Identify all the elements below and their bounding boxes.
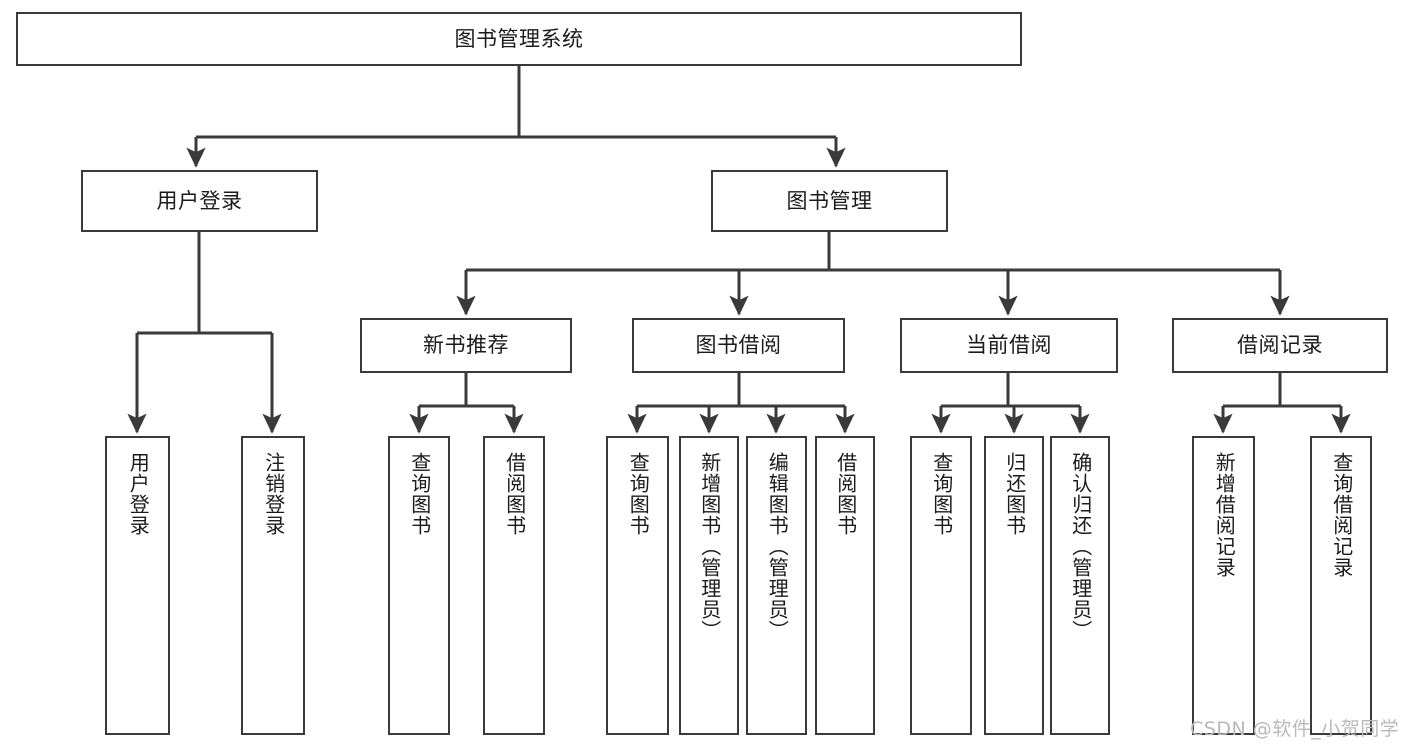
leaf-node[interactable]: 注销登录: [241, 436, 305, 735]
leaf-node[interactable]: 借阅图书: [815, 436, 875, 735]
node-user-login[interactable]: 用户登录: [81, 170, 318, 232]
node-new-book-recommend[interactable]: 新书推荐: [360, 318, 572, 373]
leaf-node[interactable]: 查询图书: [606, 436, 669, 735]
leaf-node[interactable]: 用户登录: [105, 436, 170, 735]
csdn-watermark: CSDN @软件_小贺同学: [1190, 718, 1400, 740]
leaf-node-label: 确认归还（管理员）: [1068, 452, 1093, 641]
node-book-manage[interactable]: 图书管理: [711, 170, 948, 232]
leaf-node-label: 查询图书: [929, 452, 954, 536]
leaf-node-label: 借阅图书: [502, 452, 527, 536]
node-root-label: 图书管理系统: [454, 26, 584, 51]
leaf-node-label: 归还图书: [1002, 452, 1027, 536]
leaf-node[interactable]: 新增借阅记录: [1192, 436, 1255, 735]
node-book-borrow-label: 图书借阅: [695, 333, 782, 358]
node-book-manage-label: 图书管理: [786, 188, 873, 213]
leaf-node-label: 新增图书（管理员）: [697, 452, 722, 641]
node-user-login-label: 用户登录: [156, 188, 243, 213]
leaf-node-label: 注销登录: [261, 452, 286, 536]
leaf-node[interactable]: 新增图书（管理员）: [679, 436, 739, 735]
leaf-node[interactable]: 查询图书: [388, 436, 450, 735]
leaf-node[interactable]: 编辑图书（管理员）: [746, 436, 807, 735]
node-book-borrow[interactable]: 图书借阅: [632, 318, 845, 373]
leaf-node-label: 用户登录: [126, 452, 151, 536]
node-borrow-record-label: 借阅记录: [1237, 333, 1323, 358]
node-new-book-recommend-label: 新书推荐: [423, 333, 509, 358]
leaf-node-label: 查询图书: [407, 452, 432, 536]
leaf-node[interactable]: 查询图书: [910, 436, 972, 735]
leaf-node-label: 借阅图书: [833, 452, 858, 536]
leaf-node-label: 查询借阅记录: [1329, 452, 1354, 578]
leaf-node-label: 新增借阅记录: [1212, 452, 1237, 578]
leaf-node-label: 编辑图书（管理员）: [765, 452, 790, 641]
leaf-node[interactable]: 确认归还（管理员）: [1050, 436, 1110, 735]
node-root[interactable]: 图书管理系统: [16, 12, 1022, 66]
node-current-borrow-label: 当前借阅: [966, 333, 1052, 358]
leaf-node[interactable]: 借阅图书: [483, 436, 545, 735]
node-current-borrow[interactable]: 当前借阅: [900, 318, 1118, 373]
leaf-node-label: 查询图书: [626, 452, 651, 536]
leaf-node[interactable]: 归还图书: [984, 436, 1044, 735]
leaf-node[interactable]: 查询借阅记录: [1310, 436, 1372, 735]
node-borrow-record[interactable]: 借阅记录: [1172, 318, 1388, 373]
